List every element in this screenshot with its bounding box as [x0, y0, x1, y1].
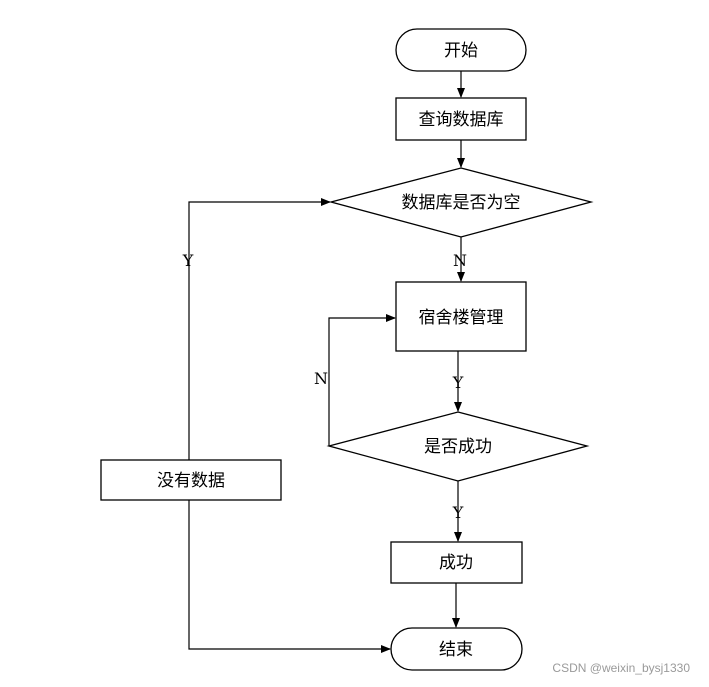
edge-label-db-empty-yes: Y: [182, 251, 194, 270]
db-empty-label: 数据库是否为空: [402, 193, 521, 213]
edge-nodata-to-end: [188, 500, 391, 653]
success-label: 成功: [439, 553, 473, 573]
edge-label-check-yes: Y: [452, 503, 464, 522]
edge-label-check-no: N: [314, 369, 328, 388]
edge-check-no-loop: [328, 314, 396, 446]
edge-decision-yes: [188, 198, 331, 460]
success-node: 成功: [390, 541, 523, 584]
success-check-label: 是否成功: [424, 437, 492, 457]
start-node: 开始: [395, 28, 527, 72]
query-db-node: 查询数据库: [395, 97, 527, 141]
watermark-text: CSDN @weixin_bysj1330: [552, 661, 690, 675]
edge-label-db-empty-no: N: [453, 251, 467, 270]
end-node: 结束: [390, 627, 523, 671]
end-node-label: 结束: [439, 640, 473, 660]
dorm-management-node: 宿舍楼管理: [395, 281, 527, 352]
success-check-decision: 是否成功: [326, 411, 590, 482]
db-empty-decision: 数据库是否为空: [328, 167, 594, 238]
query-db-label: 查询数据库: [419, 110, 504, 130]
no-data-node: 没有数据: [100, 459, 282, 501]
start-node-label: 开始: [444, 41, 478, 61]
edge-label-mgmt-to-check: Y: [452, 373, 464, 392]
dorm-management-label: 宿舍楼管理: [419, 308, 504, 328]
no-data-label: 没有数据: [157, 471, 225, 491]
